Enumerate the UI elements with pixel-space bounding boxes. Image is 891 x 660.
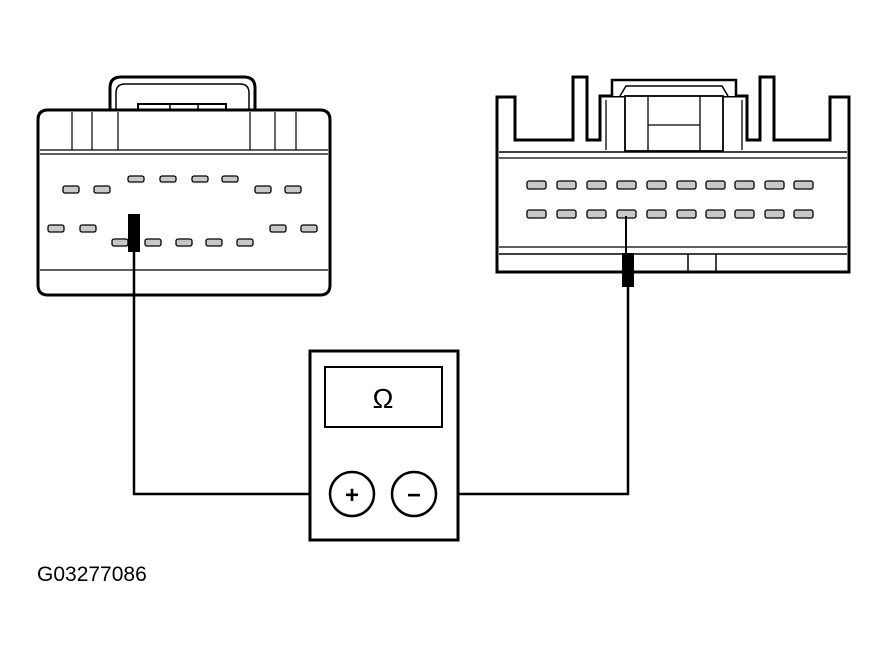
positive-terminal-label: +	[345, 482, 359, 509]
ohm-symbol: Ω	[373, 383, 394, 414]
positive-terminal	[328, 470, 376, 518]
left-connector-pins	[47, 175, 318, 247]
positive-probe	[128, 214, 140, 252]
test-leads	[132, 216, 630, 496]
meter-display	[324, 366, 443, 428]
negative-terminal-label: −	[407, 482, 421, 509]
figure-id-label: G03277086	[37, 563, 147, 586]
left-connector	[36, 75, 332, 297]
negative-probe	[622, 253, 634, 287]
ohmmeter: Ω + −	[308, 349, 460, 542]
negative-lead-wire	[438, 285, 630, 496]
right-connector	[495, 75, 851, 274]
right-connector-pins	[526, 180, 814, 219]
positive-lead-wire	[132, 250, 330, 496]
negative-terminal	[390, 470, 438, 518]
